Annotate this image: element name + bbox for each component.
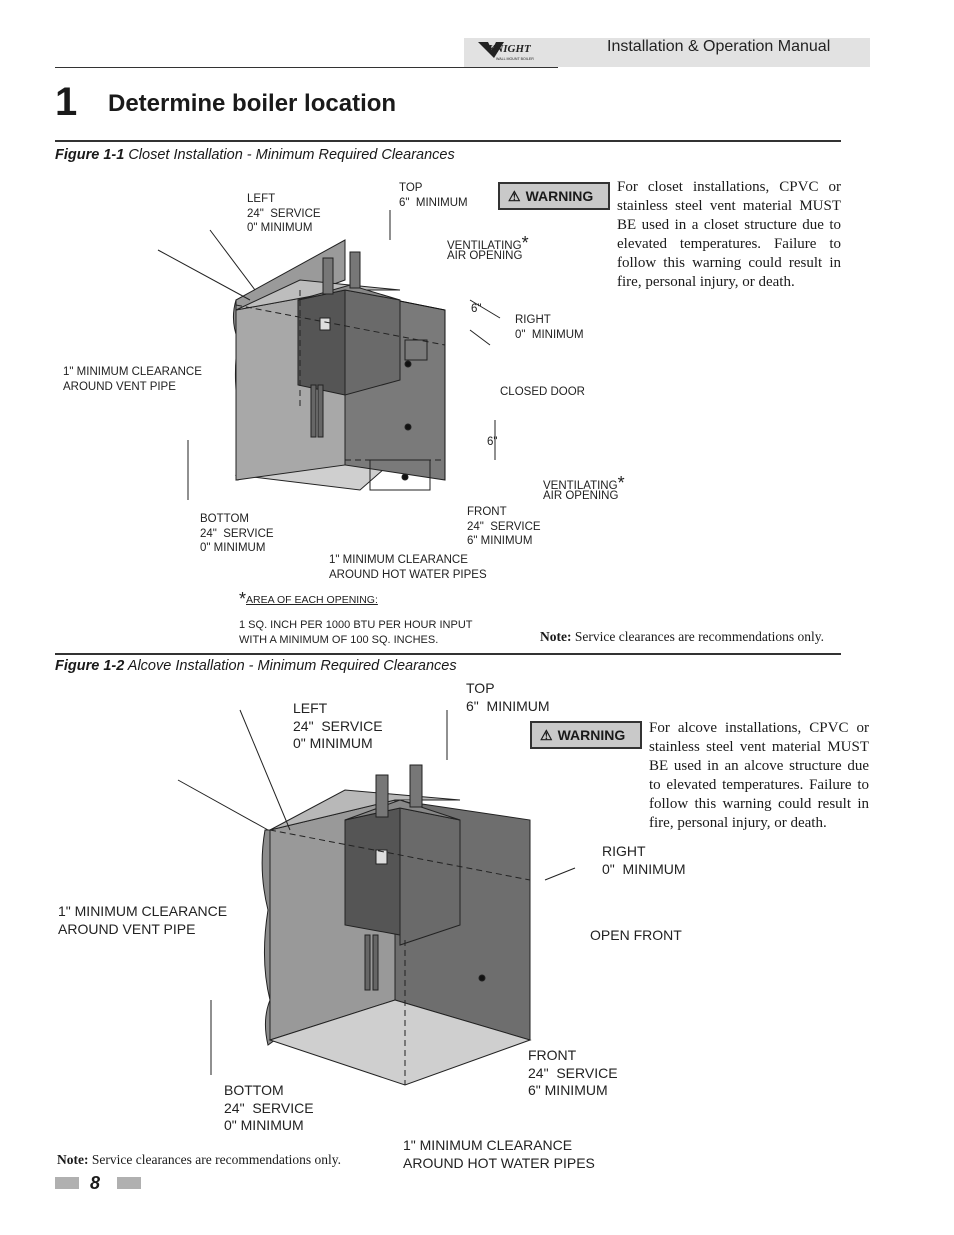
- page-bar-right: [117, 1177, 141, 1189]
- fig2-warning-text: For alcove installations, CPVC or stainl…: [649, 720, 869, 831]
- fig1-note: Note: Service clearances are recommendat…: [540, 629, 824, 644]
- fig2-label-open-front: OPEN FRONT: [590, 927, 682, 943]
- header-rule: [55, 67, 558, 68]
- warning-triangle-icon: ⚠: [508, 187, 521, 204]
- fig2-note: Note: Service clearances are recommendat…: [57, 1152, 341, 1167]
- header-bar: [464, 38, 870, 67]
- fig1-label-ventilating-top: VENTILATING*: [447, 233, 529, 253]
- fig1-label-air-opening-bottom: AIR OPENING: [543, 490, 619, 502]
- fig1-label-front: FRONT 24" SERVICE 6" MINIMUM: [467, 506, 541, 547]
- fig1-footnote-title: *AREA OF EACH OPENING:: [239, 589, 378, 609]
- fig1-label-6in-upper: 6": [471, 303, 482, 315]
- fig1-label-right: RIGHT 0" MINIMUM: [515, 314, 584, 341]
- manual-title: Installation & Operation Manual: [607, 38, 831, 55]
- alcove-diagram: [177, 709, 576, 1086]
- fig1-label-closed-door: CLOSED DOOR: [500, 386, 585, 398]
- svg-text:KNIGHT: KNIGHT: [487, 43, 532, 55]
- fig1-label-top: TOP 6" MINIMUM: [399, 182, 468, 209]
- fig2-label-right: RIGHT 0" MINIMUM: [602, 843, 686, 877]
- fig2-label-left: LEFT 24" SERVICE 0" MINIMUM: [293, 700, 383, 751]
- fig1-label-air-opening-top: AIR OPENING: [447, 250, 523, 262]
- figure-1-caption: Figure 1-1 Closet Installation - Minimum…: [55, 147, 455, 163]
- fig1-label-bottom: BOTTOM 24" SERVICE 0" MINIMUM: [200, 513, 274, 554]
- fig2-label-hot-water: 1" MINIMUM CLEARANCE AROUND HOT WATER PI…: [403, 1137, 595, 1171]
- fig2-label-top: TOP 6" MINIMUM: [466, 680, 550, 714]
- fig1-warning-text: For closet installations, CPVC or stainl…: [617, 179, 841, 290]
- knight-logo: KNIGHT WALL MOUNT BOILER: [478, 42, 534, 61]
- section-rule: [55, 140, 841, 142]
- fig1-footnote-body: 1 SQ. INCH PER 1000 BTU PER HOUR INPUT W…: [239, 619, 473, 646]
- figure-2-caption: Figure 1-2 Alcove Installation - Minimum…: [55, 658, 457, 674]
- page-number: 8: [90, 1173, 101, 1193]
- fig1-label-left: LEFT 24" SERVICE 0" MINIMUM: [247, 193, 321, 234]
- page-bar-left: [55, 1177, 79, 1189]
- fig2-label-vent-pipe: 1" MINIMUM CLEARANCE AROUND VENT PIPE: [58, 903, 228, 937]
- figure-divider-rule: [55, 653, 841, 655]
- svg-text:WALL MOUNT BOILER: WALL MOUNT BOILER: [496, 57, 534, 61]
- closet-diagram: [157, 210, 501, 500]
- fig1-label-hot-water: 1" MINIMUM CLEARANCE AROUND HOT WATER PI…: [329, 554, 487, 581]
- section-number: 1: [55, 80, 78, 124]
- fig2-label-front: FRONT 24" SERVICE 6" MINIMUM: [528, 1047, 618, 1098]
- fig2-label-bottom: BOTTOM 24" SERVICE 0" MINIMUM: [224, 1082, 314, 1133]
- section-title: Determine boiler location: [108, 90, 397, 117]
- fig1-label-vent-pipe: 1" MINIMUM CLEARANCE AROUND VENT PIPE: [63, 366, 202, 393]
- fig1-label-ventilating-bottom: VENTILATING*: [543, 473, 625, 493]
- fig2-warning-badge: ⚠WARNING: [530, 721, 642, 749]
- warning-triangle-icon: ⚠: [540, 726, 553, 743]
- fig1-label-6in-lower: 6": [487, 436, 498, 448]
- fig1-warning-badge: ⚠WARNING: [498, 182, 610, 210]
